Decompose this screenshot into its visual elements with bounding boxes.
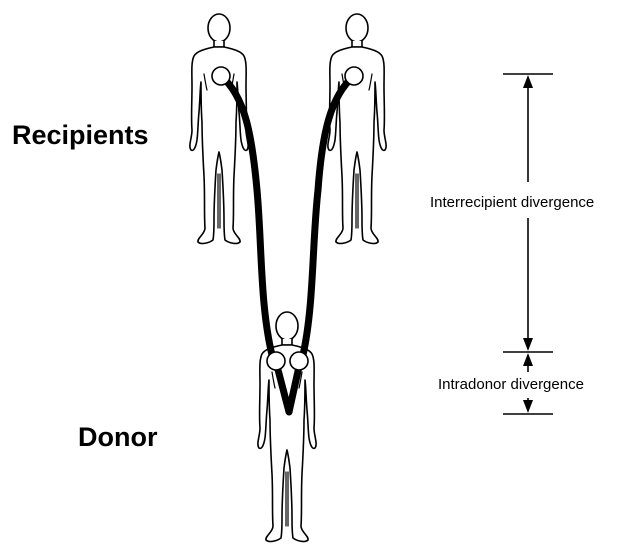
donor-sample-left-icon <box>267 352 285 370</box>
recipient-right-figure <box>328 14 386 243</box>
recipient-left-figure <box>190 14 248 243</box>
donor-sample-right-icon <box>290 352 308 370</box>
arrow-up-icon <box>523 353 533 366</box>
donor-label: Donor <box>78 422 158 452</box>
recipients-label: Recipients <box>12 120 149 150</box>
intradonor-label: Intradonor divergence <box>438 376 584 393</box>
arrow-down-icon <box>523 338 533 351</box>
arrow-down-icon <box>523 400 533 413</box>
recipient-left-sample-icon <box>212 67 230 85</box>
recipient-right-sample-icon <box>345 67 363 85</box>
arrow-up-icon <box>523 75 533 88</box>
interrecipient-label: Interrecipient divergence <box>430 194 594 211</box>
